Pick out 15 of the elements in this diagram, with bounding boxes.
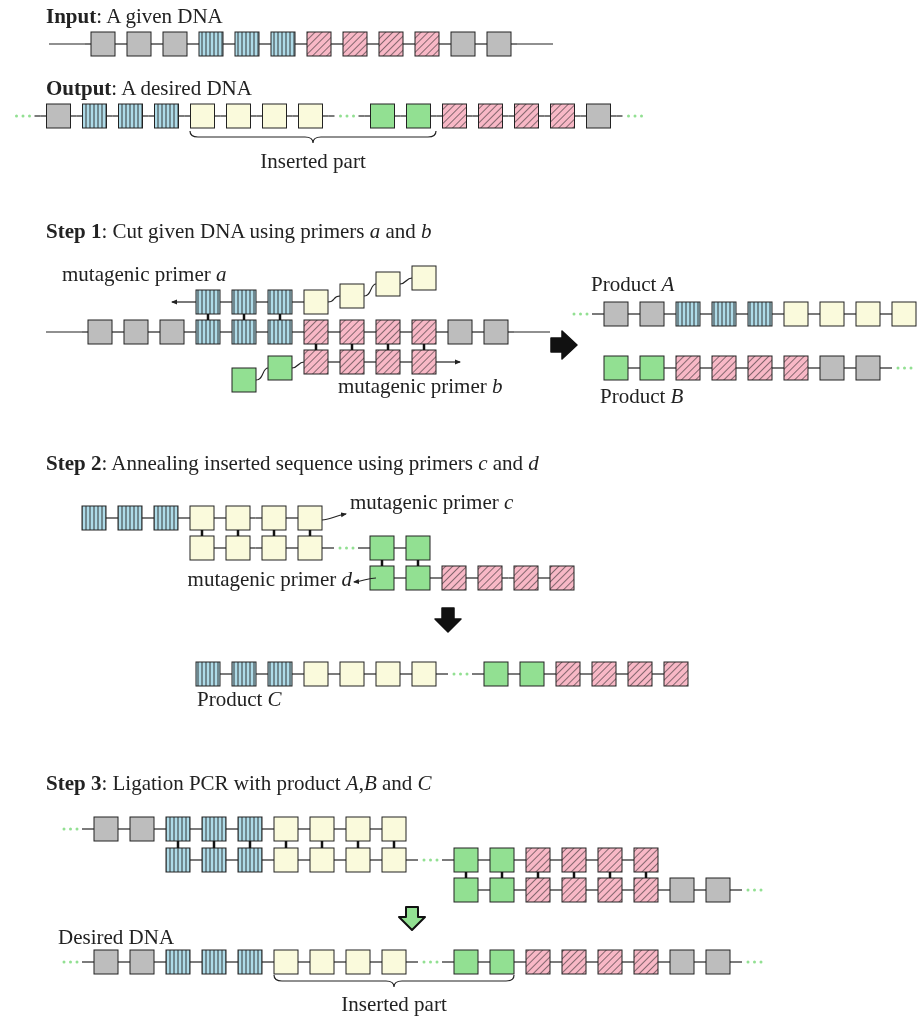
primer-label: mutagenic primer b bbox=[338, 375, 503, 397]
section-heading: Input: A given DNA bbox=[46, 5, 223, 27]
brace-label: Inserted part bbox=[260, 150, 366, 172]
primer-label: mutagenic primer c bbox=[350, 491, 514, 513]
step-heading: Step 1: Cut given DNA using primers a and b bbox=[46, 220, 432, 242]
product-label: Product B bbox=[600, 385, 684, 407]
step-heading: Step 2: Annealing inserted sequence using primers c and d bbox=[46, 452, 539, 474]
section-heading: Output: A desired DNA bbox=[46, 77, 252, 99]
primer-label: mutagenic primer d bbox=[187, 568, 352, 590]
strand-label: Desired DNA bbox=[58, 926, 175, 948]
primer-label: mutagenic primer a bbox=[62, 263, 227, 285]
product-label: Product A bbox=[591, 273, 675, 295]
brace-label: Inserted part bbox=[341, 993, 447, 1015]
step-heading: Step 3: Ligation PCR with product A,B and C bbox=[46, 772, 432, 794]
product-label: Product C bbox=[197, 688, 282, 710]
